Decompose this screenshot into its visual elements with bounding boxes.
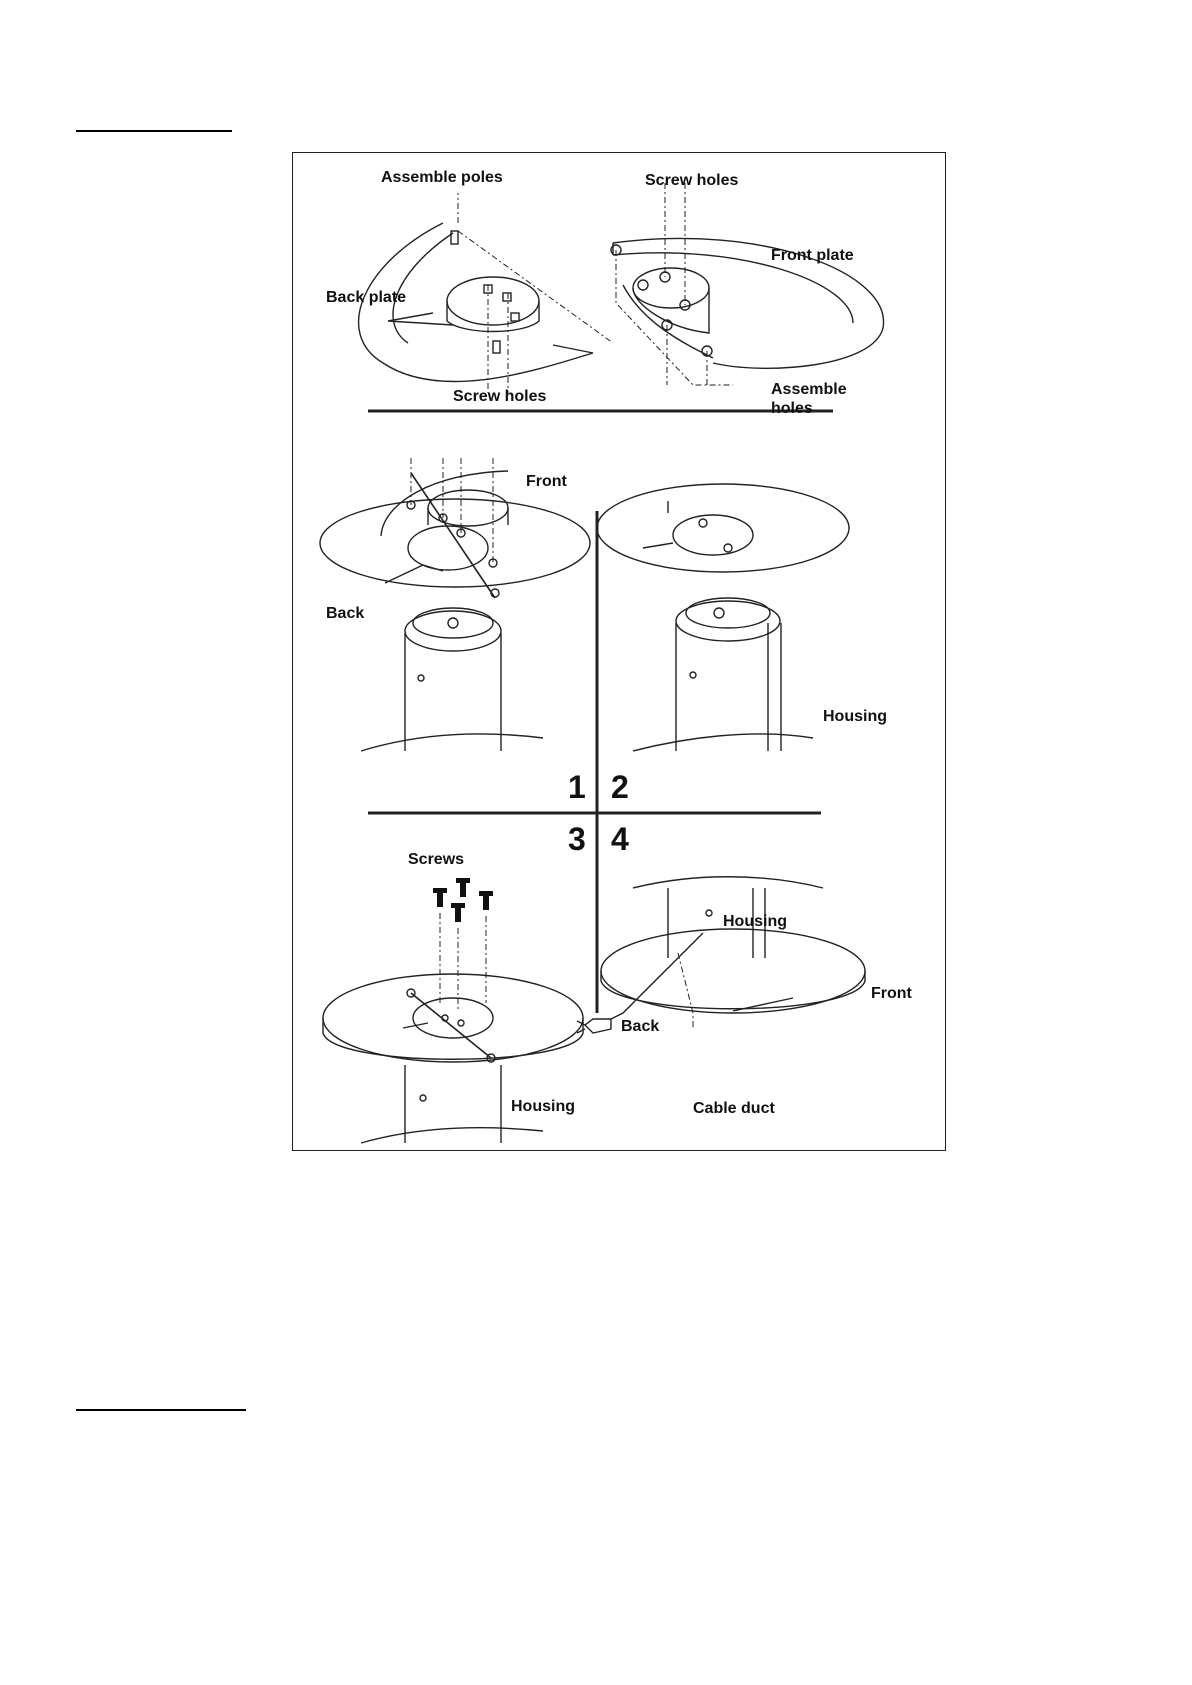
label-step4-housing: Housing bbox=[723, 913, 787, 931]
label-step1-back: Back bbox=[326, 605, 364, 623]
label-assemble-holes-2: holes bbox=[771, 400, 813, 418]
label-back-plate: Back plate bbox=[326, 289, 406, 307]
label-cable-duct: Cable duct bbox=[693, 1100, 775, 1118]
label-step4-front: Front bbox=[871, 985, 912, 1003]
bottom-heading-rule bbox=[76, 1409, 246, 1411]
step-number-2: 2 bbox=[611, 771, 629, 803]
label-step3-housing: Housing bbox=[511, 1098, 575, 1116]
top-heading-rule bbox=[76, 130, 232, 132]
step-number-3: 3 bbox=[568, 823, 586, 855]
label-screws: Screws bbox=[408, 851, 464, 869]
label-assemble-holes-1: Assemble bbox=[771, 381, 847, 399]
step-number-4: 4 bbox=[611, 823, 629, 855]
label-front-plate: Front plate bbox=[771, 247, 854, 265]
label-step4-back: Back bbox=[621, 1018, 659, 1036]
label-step2-housing: Housing bbox=[823, 708, 887, 726]
label-step1-front: Front bbox=[526, 473, 567, 491]
label-assemble-poles: Assemble poles bbox=[381, 169, 503, 187]
label-screw-holes-bottom: Screw holes bbox=[453, 388, 546, 406]
label-screw-holes-top: Screw holes bbox=[645, 172, 738, 190]
assembly-diagram: Assemble poles Screw holes Front plate B… bbox=[292, 152, 946, 1151]
step-number-1: 1 bbox=[568, 771, 586, 803]
